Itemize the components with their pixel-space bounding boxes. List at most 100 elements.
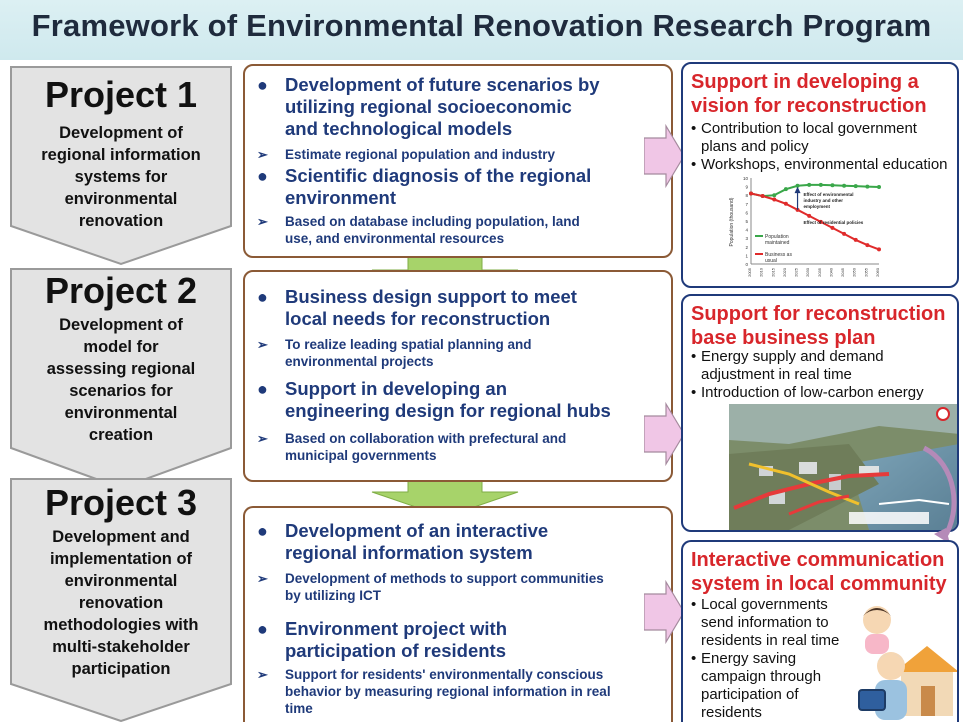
mini-chart-x-tick: 2060 bbox=[875, 267, 880, 277]
business-item-1: Energy supply and demand adjustment in r… bbox=[691, 348, 955, 384]
maintained-point bbox=[877, 185, 881, 190]
business-plan-list: Energy supply and demand adjustment in r… bbox=[691, 348, 955, 402]
mini-chart-y-tick: 5 bbox=[745, 219, 748, 224]
mini-chart-x-tick: 2035 bbox=[817, 267, 822, 277]
mini-chart-y-tick: 7 bbox=[745, 202, 748, 207]
mini-chart-y-tick: 4 bbox=[745, 228, 748, 233]
project-3-activities-box: ●Development of an interactive regional … bbox=[243, 506, 673, 722]
sub-ict-methods: ➢Development of methods to support commu… bbox=[257, 571, 604, 603]
community-system-heading: Interactive communication system in loca… bbox=[691, 549, 947, 595]
vision-support-heading: Support in developing a vision for recon… bbox=[691, 71, 927, 117]
right-arrow-3 bbox=[644, 580, 685, 644]
community-item-2: Energy saving campaign through participa… bbox=[691, 650, 955, 722]
mini-chart-x-tick: 2040 bbox=[828, 267, 833, 277]
mini-chart-x-tick: 2015 bbox=[770, 267, 775, 277]
sub-database: ➢Based on database including population,… bbox=[257, 214, 580, 246]
maintained-point bbox=[772, 193, 777, 198]
bullet-business-design: ●Business design support to meet local n… bbox=[257, 286, 577, 329]
business-as-usual-point bbox=[865, 243, 870, 248]
business-as-usual-line bbox=[750, 192, 880, 251]
mini-chart-x-tick: 2010 bbox=[759, 267, 764, 277]
maintained-point bbox=[865, 184, 870, 189]
curved-arrow bbox=[922, 445, 957, 544]
sub-residents-behavior: ➢Support for residents' environmentally … bbox=[257, 667, 611, 716]
business-plan-box: Support for reconstruction base business… bbox=[681, 294, 959, 532]
legend-bau-label: usual bbox=[765, 258, 777, 264]
vision-support-box: Support in developing a vision for recon… bbox=[681, 62, 959, 288]
mini-chart-x-tick: 2005 bbox=[747, 267, 752, 277]
mini-chart-x-tick: 2030 bbox=[805, 267, 810, 277]
mini-chart-x-tick: 2055 bbox=[863, 267, 868, 277]
business-as-usual-point bbox=[783, 201, 788, 206]
project-3-panel: Project 3 Development and implementation… bbox=[10, 478, 232, 722]
community-system-box: Interactive communication system in loca… bbox=[681, 540, 959, 722]
right-arrow-2 bbox=[644, 402, 685, 466]
mini-chart-annotation-1: industry and other bbox=[804, 198, 844, 203]
business-as-usual-point bbox=[749, 191, 753, 196]
bullet-engineering-design: ●Support in developing an engineering de… bbox=[257, 378, 611, 421]
mini-chart-y-tick: 2 bbox=[745, 245, 748, 250]
community-item-1: Local governments send information to re… bbox=[691, 596, 955, 650]
project-2-title: Project 2 bbox=[44, 270, 198, 311]
effect-arrow-head bbox=[794, 186, 801, 194]
project-2-panel: Project 2 Development of model for asses… bbox=[10, 268, 232, 490]
mini-chart-annotation-2: Effect of residential policies bbox=[804, 220, 864, 225]
project-1-panel: Project 1 Development of regional inform… bbox=[10, 66, 232, 266]
project-2-chevron bbox=[10, 268, 232, 490]
business-as-usual-point bbox=[818, 219, 823, 224]
mini-chart-annotation-1: Effect of environmental bbox=[804, 192, 854, 197]
business-as-usual-point bbox=[877, 247, 881, 252]
sub-collaboration: ➢Based on collaboration with prefectural… bbox=[257, 431, 567, 463]
mini-chart-y-tick: 0 bbox=[745, 262, 748, 267]
mini-chart-x-tick: 2025 bbox=[794, 267, 799, 277]
mini-chart-x-tick: 2050 bbox=[852, 267, 857, 277]
bullet-environment-project: ●Environment project with participation … bbox=[257, 618, 508, 661]
mini-chart-x-tick: 2045 bbox=[840, 267, 845, 277]
mini-chart-y-tick: 3 bbox=[745, 236, 748, 241]
sub-spatial-planning: ➢To realize leading spatial planning and… bbox=[257, 337, 532, 369]
project-3-title: Project 3 bbox=[44, 482, 198, 523]
mini-chart-annotation-1: employment bbox=[804, 204, 831, 209]
right-arrow-1 bbox=[644, 124, 685, 188]
residents-illustration bbox=[858, 606, 957, 720]
maintained-point bbox=[818, 182, 823, 187]
mini-chart-y-tick: 1 bbox=[745, 253, 748, 258]
project-1-activities-box: ●Development of future scenarios by util… bbox=[243, 64, 673, 258]
maintained-point bbox=[795, 183, 800, 188]
legend-maintained-label: Population bbox=[765, 234, 789, 240]
vision-item-2: Workshops, environmental education bbox=[691, 156, 955, 174]
maintained-point bbox=[783, 187, 788, 192]
legend-maintained-label: maintained bbox=[765, 240, 790, 246]
vision-item-1: Contribution to local government plans a… bbox=[691, 120, 955, 156]
business-as-usual-point bbox=[830, 225, 835, 230]
mini-chart-y-tick: 8 bbox=[745, 193, 748, 198]
business-as-usual-point bbox=[807, 213, 812, 218]
maintained-point bbox=[807, 182, 812, 187]
community-system-list: Local governments send information to re… bbox=[691, 596, 955, 722]
project-1-title: Project 1 bbox=[44, 74, 198, 115]
project-3-description: Development and implementation of enviro… bbox=[43, 528, 199, 678]
project-1-description: Development of regional information syst… bbox=[41, 124, 201, 230]
vision-support-list: Contribution to local government plans a… bbox=[691, 120, 955, 174]
aerial-map-image bbox=[729, 404, 957, 530]
bullet-interactive-system: ●Development of an interactive regional … bbox=[257, 520, 549, 563]
business-plan-heading: Support for reconstruction base business… bbox=[691, 303, 946, 349]
mini-chart-y-label: Population (thousand) bbox=[729, 197, 735, 246]
project-2-description: Development of model for assessing regio… bbox=[46, 316, 196, 444]
business-as-usual-point bbox=[853, 237, 858, 242]
business-as-usual-point bbox=[842, 231, 847, 236]
mini-chart-x-tick: 2020 bbox=[782, 267, 787, 277]
project-1-chevron bbox=[10, 66, 232, 266]
business-as-usual-point bbox=[760, 194, 765, 199]
mini-chart-y-tick: 10 bbox=[743, 176, 749, 181]
mini-chart-y-tick: 6 bbox=[745, 210, 748, 215]
project-3-chevron bbox=[10, 478, 232, 722]
mini-chart-y-tick: 9 bbox=[745, 185, 748, 190]
business-item-2: Introduction of low-carbon energy bbox=[691, 384, 955, 402]
maintained-point bbox=[842, 183, 847, 188]
project-2-activities-box: ●Business design support to meet local n… bbox=[243, 270, 673, 482]
business-as-usual-point bbox=[772, 197, 777, 202]
sub-estimate-population: ➢Estimate regional population and indust… bbox=[257, 147, 556, 162]
legend-bau-label: Business as bbox=[765, 252, 792, 258]
